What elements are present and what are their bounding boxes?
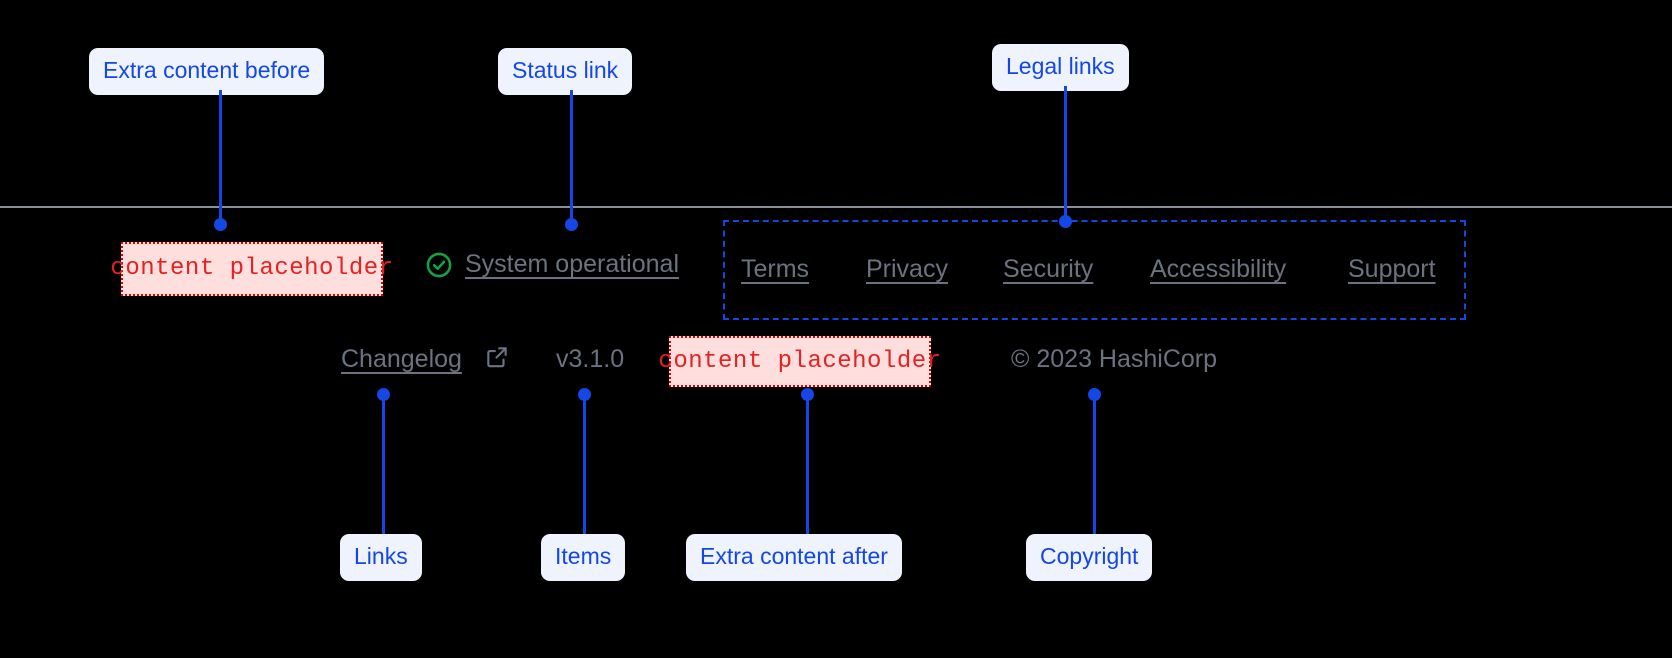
content-placeholder-after: content placeholder xyxy=(658,336,941,387)
legal-link-security[interactable]: Security xyxy=(1003,255,1094,283)
callout-status-link: Status link xyxy=(498,48,633,95)
connector-dot-status-link xyxy=(565,218,578,231)
connector-items xyxy=(583,400,586,534)
external-link-icon[interactable] xyxy=(484,344,510,370)
callout-items: Items xyxy=(541,534,626,581)
connector-extra-content-before xyxy=(219,90,222,224)
connector-dot-extra-content-before xyxy=(214,218,227,231)
system-status-link[interactable]: System operational xyxy=(425,250,679,279)
copyright-label: © 2023 HashiCorp xyxy=(1011,345,1218,373)
connector-extra-content-after xyxy=(806,400,809,534)
version-label: v3.1.0 xyxy=(556,345,625,373)
callout-extra-content-after: Extra content after xyxy=(686,534,902,581)
connector-dot-copyright xyxy=(1088,388,1101,401)
content-placeholder-before: content placeholder xyxy=(110,242,393,296)
connector-status-link xyxy=(570,90,573,224)
legal-links-group-highlight xyxy=(723,220,1466,320)
connector-links xyxy=(382,400,385,534)
callout-extra-content-before: Extra content before xyxy=(89,48,325,95)
connector-legal-links xyxy=(1064,86,1067,222)
callout-links: Links xyxy=(340,534,422,581)
footer-separator-rule xyxy=(0,206,1672,208)
legal-link-terms[interactable]: Terms xyxy=(741,255,810,283)
connector-dot-extra-content-after xyxy=(801,388,814,401)
connector-copyright xyxy=(1093,400,1096,534)
check-circle-icon xyxy=(425,251,453,279)
legal-link-privacy[interactable]: Privacy xyxy=(866,255,948,283)
callout-legal-links: Legal links xyxy=(992,44,1129,91)
changelog-link[interactable]: Changelog xyxy=(341,345,462,373)
legal-link-accessibility[interactable]: Accessibility xyxy=(1150,255,1287,283)
connector-dot-links xyxy=(377,388,390,401)
system-status-label: System operational xyxy=(465,250,680,278)
connector-dot-items xyxy=(578,388,591,401)
callout-copyright: Copyright xyxy=(1026,534,1153,581)
legal-link-support[interactable]: Support xyxy=(1348,255,1436,283)
